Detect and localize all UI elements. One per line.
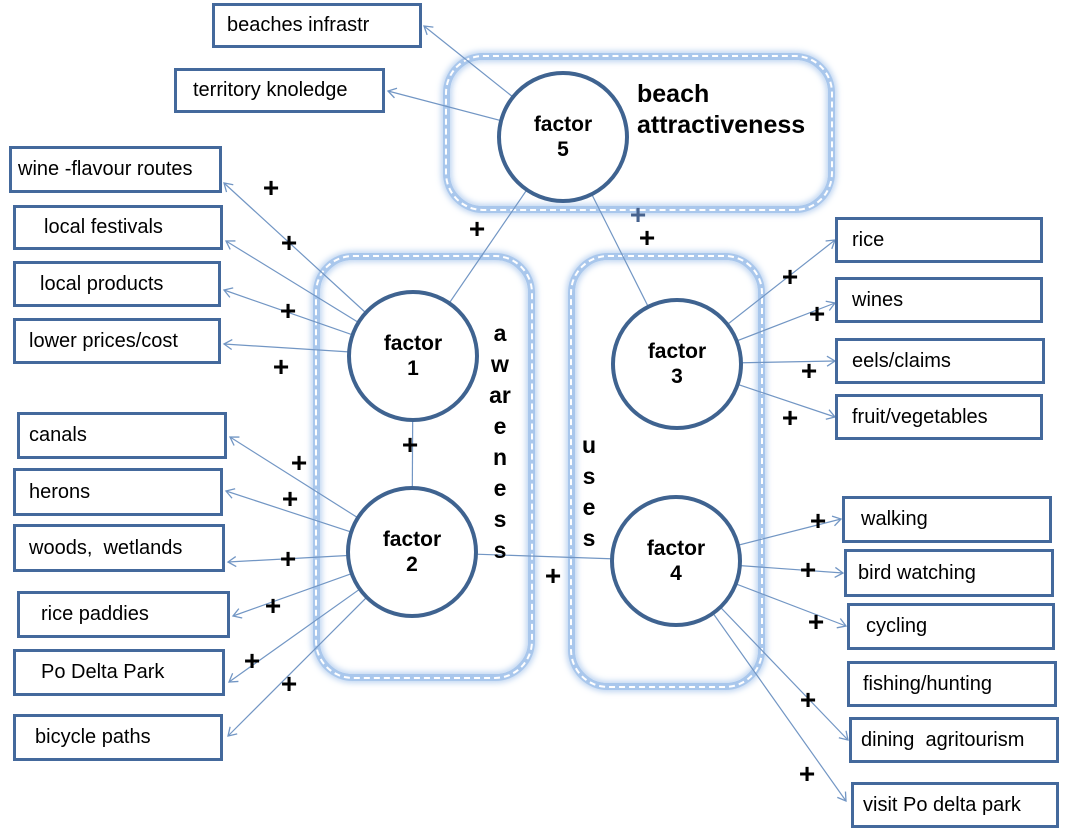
plus-sign-f2-bicycle: +: [280, 668, 298, 699]
box-rice-paddies: rice paddies: [17, 591, 230, 638]
plus-sign-f1-local-products: +: [279, 295, 297, 326]
plus-sign-f4-walking: +: [809, 505, 827, 536]
group-title-awareness: awareness: [489, 320, 511, 563]
box-lower-prices-cost: lower prices/cost: [13, 318, 221, 364]
box-label: cycling: [866, 615, 928, 637]
box-label: bird watching: [858, 561, 976, 584]
box-label: woods, wetlands: [29, 536, 183, 559]
plus-sign-f3-fruit: +: [781, 402, 799, 433]
plus-sign-f4-bird: +: [799, 554, 817, 585]
factor-4-circle: factor 4: [610, 495, 742, 627]
box-walking: walking: [842, 496, 1052, 543]
box-label: Po Delta Park: [41, 661, 165, 683]
box-woods-wetlands: woods, wetlands: [13, 524, 225, 572]
plus-sign-f1-lower-prices: +: [272, 351, 290, 382]
box-label: eels/claims: [852, 349, 951, 372]
box-fruit-vegetables: fruit/vegetables: [835, 394, 1043, 440]
plus-sign-f3-eels: +: [800, 355, 818, 386]
box-label: beaches infrastr: [227, 14, 370, 36]
plus-sign-f2-po-delta: +: [243, 645, 261, 676]
box-rice: rice: [835, 217, 1043, 263]
factor-5-number: 5: [557, 138, 569, 161]
factor-1-label: factor: [383, 332, 443, 355]
box-label: lower prices/cost: [29, 329, 178, 352]
box-label: dining agritourism: [861, 728, 1025, 751]
box-label: rice: [852, 228, 885, 251]
box-label: bicycle paths: [35, 726, 151, 748]
box-herons: herons: [13, 468, 223, 516]
factor-4-number: 4: [670, 562, 682, 585]
factor-1-circle: factor 1: [347, 290, 479, 422]
factor-5-label: factor: [533, 113, 593, 136]
box-label: wine -flavour routes: [18, 158, 193, 180]
box-label: fruit/vegetables: [852, 405, 988, 428]
box-dining-agritourism: dining agritourism: [849, 717, 1059, 763]
box-label: rice paddies: [41, 603, 149, 625]
factor-4-label: factor: [646, 537, 706, 560]
box-label: wines: [852, 288, 904, 311]
box-fishing-hunting: fishing/hunting: [847, 661, 1057, 707]
plus-sign-f2-woods: +: [279, 543, 297, 574]
factor-2-number: 2: [406, 553, 418, 576]
box-label: local products: [40, 272, 164, 295]
plus-sign-f1-f2: +: [401, 429, 419, 460]
box-visit-po-delta-park: visit Po delta park: [851, 782, 1059, 828]
box-label: local festivals: [44, 216, 163, 238]
plus-sign-f4-dining: +: [799, 684, 817, 715]
factor-3-number: 3: [671, 365, 683, 388]
box-label: herons: [29, 480, 91, 503]
box-label: fishing/hunting: [863, 672, 992, 695]
factor-3-circle: factor 3: [611, 298, 743, 430]
box-label: canals: [29, 424, 87, 446]
box-eels-claims: eels/claims: [835, 338, 1045, 384]
plus-sign-f3-rice: +: [781, 261, 799, 292]
factor-5-circle: factor 5: [497, 71, 629, 203]
plus-sign-f2-f4: +: [544, 560, 562, 591]
factor-2-circle: factor 2: [346, 486, 478, 618]
box-bicycle-paths: bicycle paths: [13, 714, 223, 761]
plus-sign-f5-f1: +: [468, 213, 486, 244]
box-label: walking: [861, 508, 928, 530]
box-local-products: local products: [13, 261, 221, 307]
plus-sign-f4-cycling: +: [807, 606, 825, 637]
box-territory-knoledge: territory knoledge: [174, 68, 385, 113]
plus-sign-f1-local-festivals: +: [280, 227, 298, 258]
box-po-delta-park: Po Delta Park: [13, 649, 225, 696]
plus-sign-f2-canals: +: [290, 447, 308, 478]
group-title-beach-attractiveness: beach attractiveness: [637, 80, 806, 139]
box-beaches-infrastr: beaches infrastr: [212, 3, 422, 48]
factor-3-label: factor: [647, 340, 707, 363]
plus-sign-f1-wine-routes: +: [262, 172, 280, 203]
box-cycling: cycling: [847, 603, 1055, 650]
factor-1-number: 1: [407, 357, 419, 380]
group-title-uses: uses: [581, 432, 597, 551]
plus-sign-f2-rice-paddies: +: [264, 590, 282, 621]
box-bird-watching: bird watching: [844, 549, 1054, 597]
plus-sign-f3-wines: +: [808, 298, 826, 329]
box-label: visit Po delta park: [863, 793, 1021, 816]
plus-sign-f2-herons: +: [281, 483, 299, 514]
plus-sign-f4-visit: +: [798, 758, 816, 789]
box-label: territory knoledge: [193, 79, 348, 101]
plus-sign-f5-f3: +: [638, 222, 656, 253]
box-canals: canals: [17, 412, 227, 459]
box-local-festivals: local festivals: [13, 205, 223, 250]
factor-2-label: factor: [382, 528, 442, 551]
box-wines: wines: [835, 277, 1043, 323]
box-wine-flavour-routes: wine -flavour routes: [9, 146, 222, 193]
